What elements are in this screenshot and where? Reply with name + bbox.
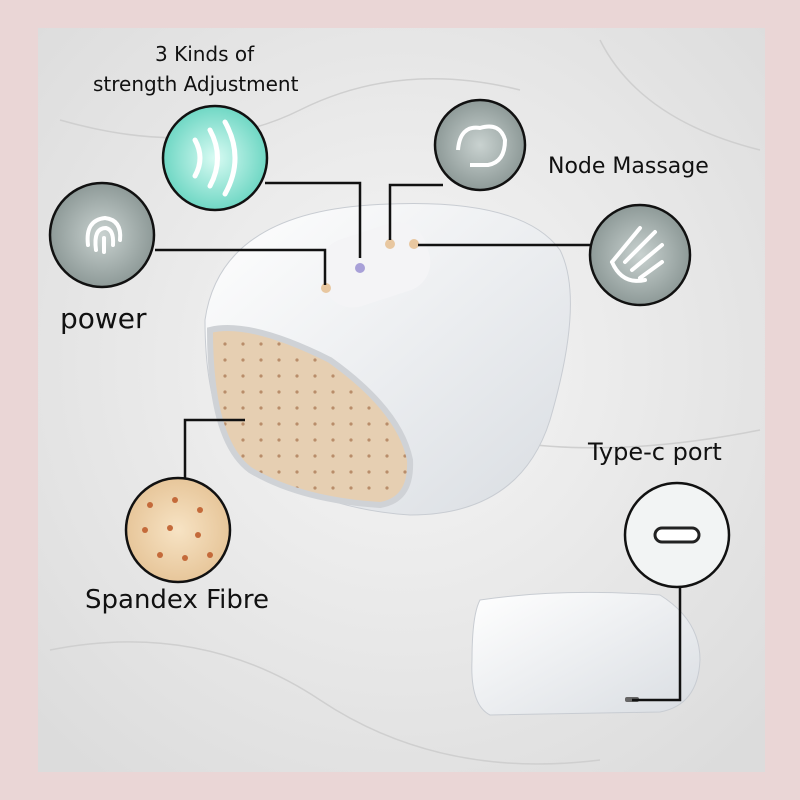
power-icon bbox=[48, 181, 156, 289]
strength-waves-icon bbox=[161, 104, 269, 212]
strength-button[interactable] bbox=[355, 263, 365, 273]
hand-massage-icon bbox=[588, 203, 692, 307]
node-massage-label: Node Massage bbox=[548, 154, 709, 179]
power-button[interactable] bbox=[321, 283, 331, 293]
typec-label: Type-c port bbox=[588, 438, 722, 466]
hand-massager-device bbox=[204, 202, 571, 516]
node-massage-icon bbox=[433, 98, 527, 192]
marble-veins bbox=[49, 39, 761, 765]
power-label: power bbox=[60, 302, 147, 335]
strength-label-line1: 3 Kinds of bbox=[155, 42, 255, 66]
callout-lines bbox=[155, 181, 682, 702]
node-button[interactable] bbox=[385, 239, 395, 249]
strength-label-line2: strength Adjustment bbox=[93, 72, 299, 96]
spandex-label: Spandex Fibre bbox=[85, 585, 270, 615]
usb-c-port-icon bbox=[623, 481, 731, 589]
side-view-device bbox=[471, 591, 701, 716]
spandex-lining bbox=[206, 325, 414, 509]
hand-mode-button[interactable] bbox=[409, 239, 419, 249]
control-panel bbox=[319, 222, 431, 308]
spandex-texture-icon bbox=[124, 476, 232, 584]
